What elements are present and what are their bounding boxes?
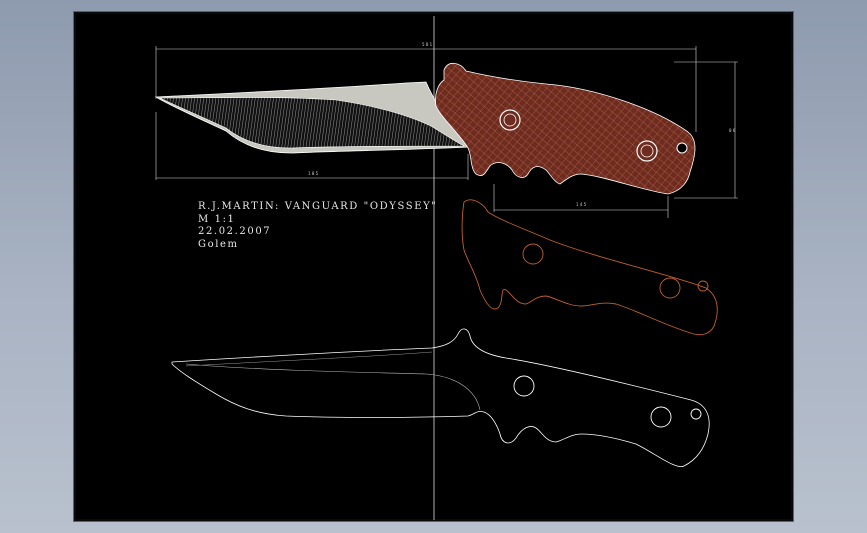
blank-lanyard-hole (690, 408, 702, 420)
blank-pin-hole-1 (513, 375, 535, 397)
svg-text:8 6: 8 6 (729, 128, 736, 133)
handle-scale-outline (461, 199, 718, 336)
drawing-author: Golem (198, 238, 239, 250)
blank-pin-hole-2 (650, 406, 672, 428)
scale-lanyard-hole (697, 280, 709, 292)
top-pin-hole-2 (636, 140, 658, 162)
cad-drawing: 5 8 1 1 8 5 1 4 5 8 6 (154, 16, 738, 520)
svg-text:5 8 1: 5 8 1 (422, 42, 433, 47)
top-blade-hatch (159, 97, 465, 149)
top-handle (435, 62, 696, 195)
scale-pin-hole-2 (659, 277, 681, 299)
scale-pin-hole-1 (522, 243, 544, 265)
top-pin-hole-1 (499, 109, 521, 131)
blank-grind-line (185, 363, 481, 411)
dimension-lines (155, 46, 738, 218)
drawing-scale: M 1:1 (198, 213, 236, 225)
top-lanyard-hole (676, 142, 688, 154)
drawing-sheet: 5 8 1 1 8 5 1 4 5 8 6 R.J.MARTIN: VANGUA… (74, 12, 793, 521)
drawing-title: R.J.MARTIN: VANGUARD "ODYSSEY" (198, 201, 438, 212)
svg-text:1 4 5: 1 4 5 (576, 202, 587, 207)
drawing-date: 22.02.2007 (198, 226, 272, 237)
title-block: R.J.MARTIN: VANGUARD "ODYSSEY" M 1:1 22.… (198, 201, 438, 251)
blank-outline (171, 328, 710, 468)
svg-text:1 8 5: 1 8 5 (308, 171, 319, 176)
